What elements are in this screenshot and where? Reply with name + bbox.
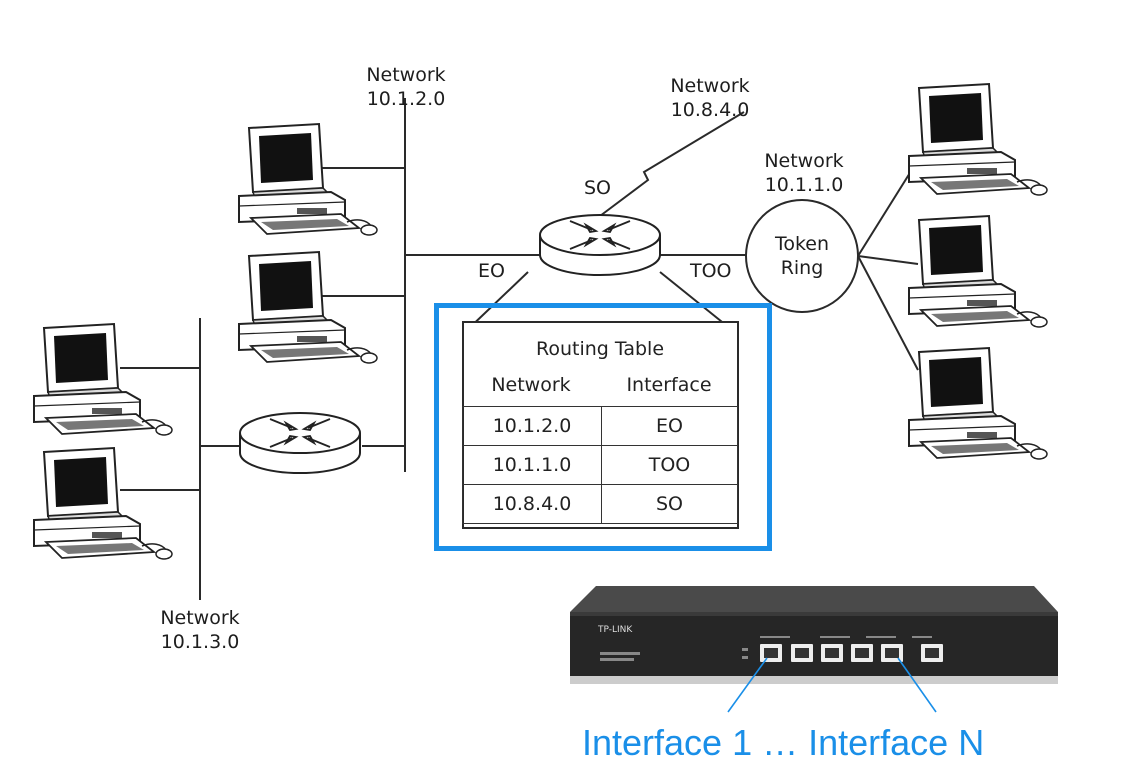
table-row: 10.8.4.0 SO: [462, 484, 738, 524]
row-network: 10.1.2.0: [462, 406, 602, 446]
column-header-interface: Interface: [626, 374, 712, 396]
routing-table-highlight: [434, 303, 772, 551]
table-row: 10.1.2.0 EO: [462, 406, 738, 446]
computer-icon: [908, 215, 1048, 328]
main-router-icon: [539, 214, 661, 276]
interface-label-token: TOO: [690, 260, 732, 282]
row-interface: EO: [601, 406, 738, 446]
computer-icon: [238, 251, 378, 364]
hardware-router-image: [570, 586, 1058, 684]
interface-label-ethernet: EO: [478, 260, 505, 282]
computer-icon: [33, 323, 173, 436]
row-network: 10.8.4.0: [462, 484, 602, 524]
interface-label-serial: SO: [584, 177, 612, 199]
device-brand-logo: TP-LINK: [598, 625, 633, 635]
interfaces-caption: Interface 1 … Interface N: [582, 722, 985, 763]
table-row: 10.1.1.0 TOO: [462, 445, 738, 485]
routing-table-title: Routing Table: [535, 338, 665, 360]
row-interface: SO: [601, 484, 738, 524]
computer-icon: [33, 447, 173, 560]
computer-icon: [238, 123, 378, 236]
routing-table: 10.1.2.0 EO 10.1.1.0 TOO 10.8.4.0 SO: [462, 406, 738, 524]
computer-icon: [908, 347, 1048, 460]
column-header-network: Network: [491, 374, 571, 396]
computer-icon: [908, 83, 1048, 196]
row-interface: TOO: [601, 445, 738, 485]
serial-link: [599, 111, 745, 217]
secondary-router-icon: [239, 412, 361, 474]
row-network: 10.1.1.0: [462, 445, 602, 485]
